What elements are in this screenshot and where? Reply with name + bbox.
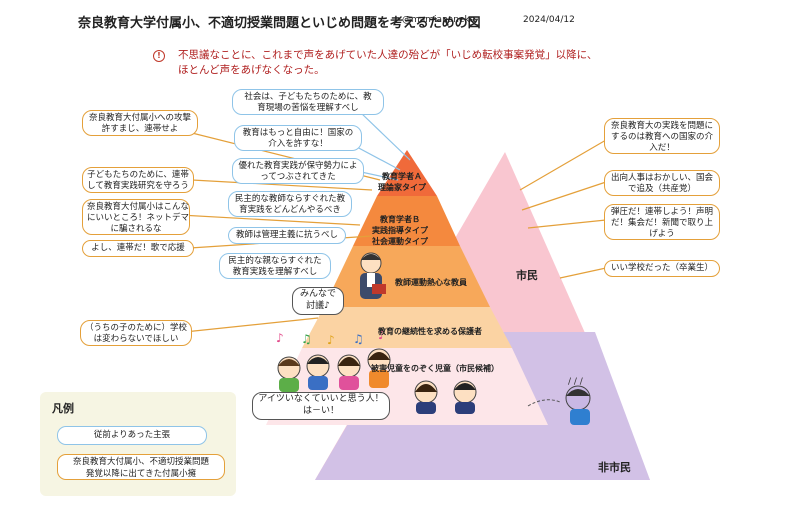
blue-bubble-resist: 教師は管理主義に抗うべし — [228, 227, 346, 244]
layer-b-label: 教育学者Ｂ 実践指導タイプ 社会運動タイプ — [372, 215, 428, 246]
connector-line — [359, 111, 411, 161]
layer-d-label: 教育の継続性を求める保護者 — [378, 327, 482, 336]
right-bubble-oppression: 弾圧だ！連帯しよう！声明 だ！集会だ！新聞で取り上 げよう — [604, 204, 720, 240]
child-figure — [337, 354, 361, 390]
music-note-icon: ♫ — [353, 332, 364, 346]
left-bubble-parent: （うちの子のために）学校 は変わらないでほしい — [80, 320, 192, 346]
music-note-icon: ♪ — [327, 333, 335, 347]
right-bubble-graduate: いい学校だった（卒業生） — [604, 260, 720, 277]
layer-e-label: 被害児童をのぞく児童（市民候補） — [371, 364, 499, 373]
music-note-icon: ♪ — [276, 331, 284, 345]
children-speech: アイツいなくていいと思う人！ は－い！ — [252, 392, 390, 420]
child-figure — [414, 380, 438, 414]
teacher-speech: みんなで 討議♪ — [292, 287, 344, 315]
teacher-figure — [360, 252, 386, 299]
victim-figure: / / / — [527, 377, 591, 425]
layer-c-label: 教師運動熱心な教員 — [395, 278, 467, 287]
left-bubble-attack: 奈良教育大付属小への攻撃 許すまじ、連帯せよ — [82, 110, 198, 136]
warning-line-1: 不思議なことに、これまで声をあげていた人達の殆どが「いじめ転校事案発覚」以降に、 — [178, 49, 598, 61]
child-figure — [367, 348, 391, 388]
layer-a-label: 教育学者Ａ 理論家タイプ — [378, 172, 426, 192]
child-figure — [453, 380, 477, 414]
right-bubble-state-intervention: 奈良教育大の実践を問題に するのは教育への国家の介 入だ！ — [604, 118, 720, 154]
blue-bubble-society: 社会は、子どもたちのために、教 育現場の苦悩を理解すべし — [232, 89, 384, 115]
warning-line-2: ほとんど声をあげなくなった。 — [178, 64, 325, 76]
connector-line — [519, 139, 607, 191]
music-note-icon: ♫ — [301, 332, 312, 346]
legend-item-new: 奈良教育大付属小、不適切授業問題 発覚以降に出てきた付属小擁 — [57, 454, 225, 480]
layer-d-shape — [302, 307, 512, 348]
blue-bubble-democratic-teacher: 民主的な教師ならすぐれた教 育実践をどんどんやるべき — [228, 191, 352, 217]
blue-bubble-democratic-parent: 民主的な親ならすぐれた 教育実践を理解すべし — [219, 253, 331, 279]
svg-text:/ / /: / / / — [568, 377, 584, 387]
blue-bubble-conservative: 優れた教育実践が保守勢力によ ってつぶされてきた — [232, 158, 364, 184]
left-bubble-solidarity: 子どもたちのために、連帯 して教育実践研究を守ろう — [82, 167, 194, 193]
left-bubble-song: よし、連帯だ！歌で応援 — [82, 240, 194, 257]
non-citizen-label: 非市民 — [598, 461, 631, 474]
connector-line — [559, 267, 607, 279]
page-title: 奈良教育大学付属小、不適切授業問題といじめ問題を考えるための図 — [78, 16, 481, 31]
connector-line — [521, 181, 607, 211]
connector-line — [174, 317, 319, 334]
connector-line — [527, 219, 607, 229]
child-figure — [277, 356, 301, 392]
right-bubble-personnel: 出向人事はおかしい、国会 で追及（共産党） — [604, 170, 720, 196]
author-handle: @mamiananeko — [402, 15, 475, 25]
layer-b-shape — [353, 196, 460, 246]
music-note-icon: ♪ — [378, 328, 386, 342]
connector-line — [191, 179, 373, 191]
blue-bubble-freedom: 教育はもっと自由に！国家の 介入を許すな！ — [234, 125, 362, 151]
legend-title: 凡例 — [52, 402, 74, 415]
warning-icon: ! — [153, 50, 165, 62]
warning-text: 不思議なことに、これまで声をあげていた人達の殆どが「いじめ転校事案発覚」以降に、… — [178, 48, 598, 78]
citizen-label: 市民 — [516, 269, 538, 282]
layer-a-shape — [377, 150, 437, 196]
legend-item-existing: 従前よりあった主張 — [57, 426, 207, 445]
connector-line — [179, 214, 361, 226]
date-label: 2024/04/12 — [523, 15, 575, 25]
left-bubble-netdema: 奈良教育大付属小はこんな にいいところ！ネットデマ に騙されるな — [82, 199, 190, 235]
child-figure — [306, 354, 330, 390]
